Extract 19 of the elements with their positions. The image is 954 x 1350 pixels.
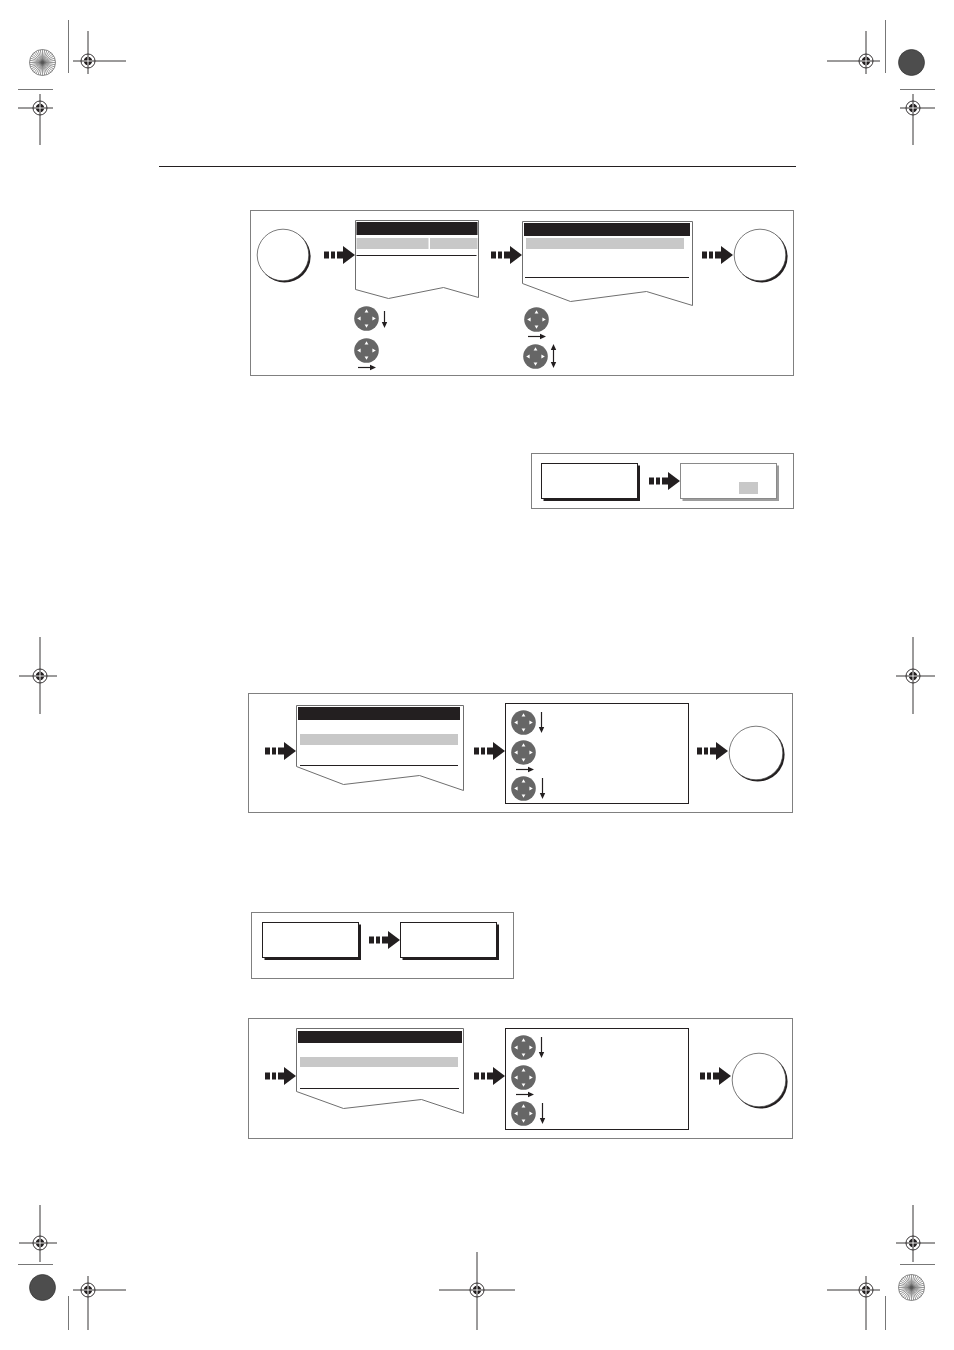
instruction-box: [505, 1028, 689, 1130]
display-box: [400, 922, 499, 960]
menu-screen: [296, 705, 464, 791]
button-symbol: [256, 228, 312, 284]
figure-panel: [250, 210, 794, 376]
menu-screen: [296, 1028, 464, 1114]
display-box: [541, 463, 640, 501]
button-symbol: [731, 1052, 789, 1110]
figure-panel: [248, 1018, 793, 1139]
figure-panel: [251, 912, 514, 979]
button-symbol: [728, 725, 786, 783]
display-box: [262, 922, 361, 960]
figure-panel: [248, 693, 793, 813]
menu-screen: [522, 221, 693, 306]
instruction-box: [505, 703, 689, 804]
figure-panel: [531, 453, 794, 509]
menu-screen: [355, 220, 479, 299]
display-box: [680, 463, 779, 501]
button-symbol: [733, 228, 789, 284]
